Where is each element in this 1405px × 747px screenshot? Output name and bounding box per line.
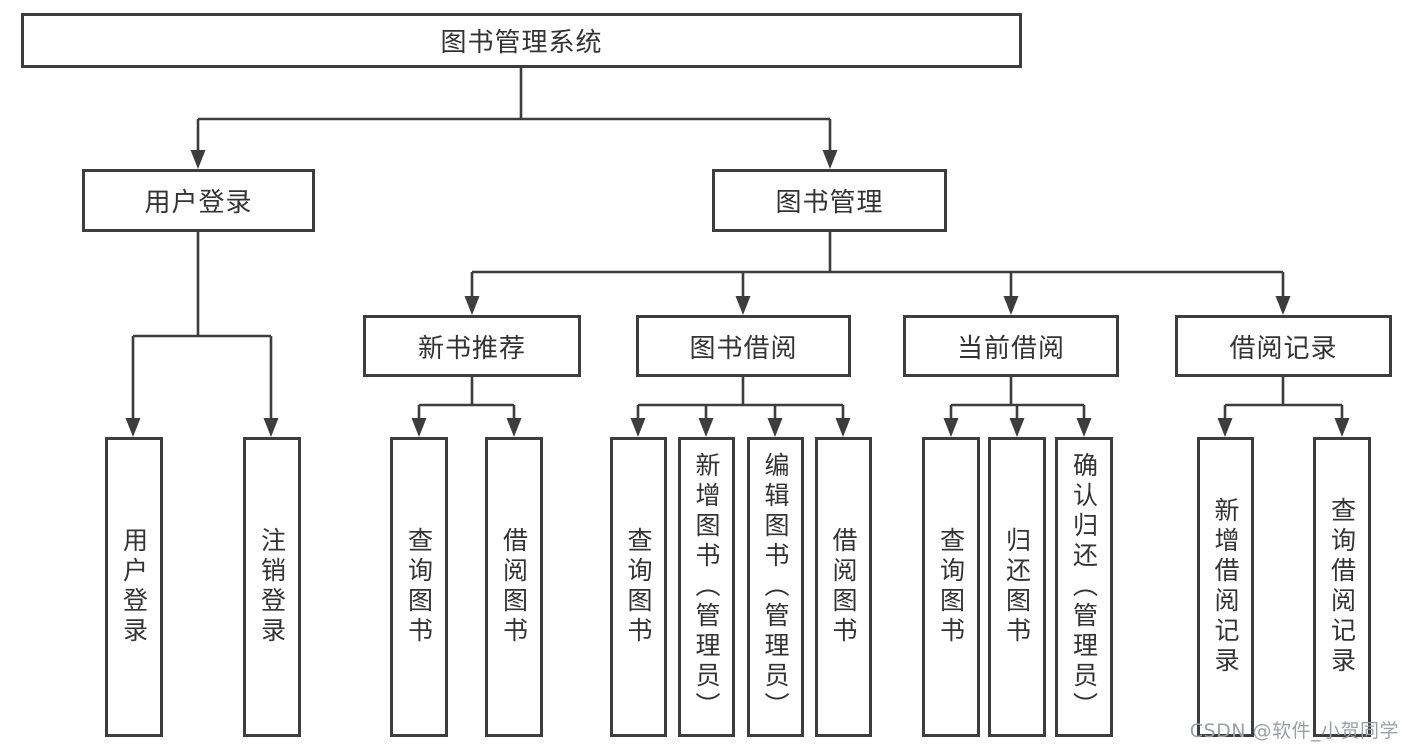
leaf-user-login-label: 用户登录 [119, 527, 149, 647]
connector-current-borrow-children [943, 377, 1092, 437]
leaf-current-query-book-label: 查询图书 [936, 527, 966, 647]
leaf-newbook-borrow-book-label: 借阅图书 [499, 527, 529, 647]
leaf-borrow-edit-book: 编辑图书（管理员） [747, 437, 804, 737]
leaf-current-return-book: 归还图书 [988, 437, 1046, 737]
node-root-label: 图书管理系统 [440, 28, 603, 58]
connector-root-to-level2 [190, 67, 838, 169]
leaf-borrow-query-book-label: 查询图书 [624, 527, 653, 647]
leaf-newbook-query-book: 查询图书 [390, 437, 448, 737]
leaf-current-return-book-label: 归还图书 [1002, 527, 1032, 647]
leaf-current-confirm-return-label: 确认归还（管理员） [1069, 452, 1099, 722]
leaf-current-confirm-return: 确认归还（管理员） [1055, 437, 1113, 737]
leaf-borrow-borrow-book-label: 借阅图书 [829, 527, 858, 647]
leaf-record-add-record-label: 新增借阅记录 [1211, 497, 1240, 677]
leaf-newbook-query-book-label: 查询图书 [404, 527, 434, 647]
connector-new-book-children [411, 377, 522, 437]
leaf-borrow-borrow-book: 借阅图书 [815, 437, 872, 737]
node-root: 图书管理系统 [21, 13, 1022, 68]
leaf-record-query-record: 查询借阅记录 [1313, 437, 1371, 737]
leaf-borrow-query-book: 查询图书 [610, 437, 667, 737]
leaf-newbook-borrow-book: 借阅图书 [485, 437, 543, 737]
node-book-borrow: 图书借阅 [636, 315, 851, 377]
connector-book-borrow-children [630, 377, 851, 437]
leaf-user-login: 用户登录 [105, 437, 163, 737]
connector-book-mgmt-to-level3 [464, 232, 1291, 315]
leaf-borrow-edit-book-label: 编辑图书（管理员） [761, 452, 790, 722]
node-new-book-recommend-label: 新书推荐 [417, 333, 526, 364]
node-book-mgmt-label: 图书管理 [775, 188, 884, 218]
leaf-record-query-record-label: 查询借阅记录 [1327, 497, 1357, 677]
node-current-borrow-label: 当前借阅 [956, 333, 1065, 364]
node-user-login-label: 用户登录 [144, 188, 253, 218]
csdn-watermark: CSDN @软件_小贺同学 [1189, 720, 1399, 742]
connector-borrow-record-children [1217, 377, 1350, 437]
leaf-logout: 注销登录 [243, 437, 301, 737]
leaf-current-query-book: 查询图书 [922, 437, 980, 737]
node-borrow-record-label: 借阅记录 [1229, 333, 1338, 364]
node-borrow-record: 借阅记录 [1175, 315, 1392, 377]
node-new-book-recommend: 新书推荐 [363, 315, 581, 377]
node-book-borrow-label: 图书借阅 [689, 333, 798, 364]
leaf-logout-label: 注销登录 [257, 527, 287, 647]
connector-user-login-children [125, 232, 279, 437]
leaf-record-add-record: 新增借阅记录 [1197, 437, 1254, 737]
leaf-borrow-add-book-label: 新增图书（管理员） [692, 452, 721, 722]
node-book-mgmt: 图书管理 [712, 169, 947, 232]
leaf-borrow-add-book: 新增图书（管理员） [678, 437, 735, 737]
node-current-borrow: 当前借阅 [903, 315, 1119, 377]
node-user-login: 用户登录 [82, 169, 315, 232]
